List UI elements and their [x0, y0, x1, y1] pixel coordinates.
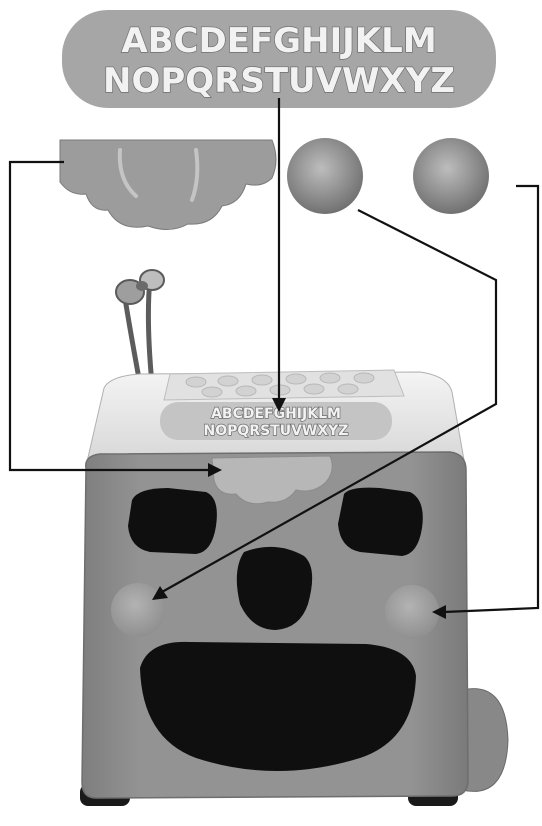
alphabet-sticker: ABCDEFGHIJKLM NOPQRSTUVWXYZ — [62, 10, 496, 108]
bead-wire-toy — [116, 270, 164, 384]
toy-cheek-right — [385, 585, 439, 639]
cheek-sticker-left — [287, 138, 363, 214]
nose-top-sticker — [60, 140, 276, 230]
toy-cheek-left — [111, 583, 165, 637]
toy-alphabet-line2: NOPQRSTUVWXYZ — [204, 423, 349, 439]
left-eye-opening — [128, 488, 217, 554]
shape-sorter-cube: ABCDEFGHIJKLM NOPQRSTUVWXYZ — [80, 270, 508, 806]
alphabet-sticker-line2: NOPQRSTUVWXYZ — [103, 61, 455, 101]
alphabet-sticker-line1: ABCDEFGHIJKLM — [121, 21, 436, 61]
cheek-sticker-right — [413, 138, 489, 214]
toy-alphabet-line1: ABCDEFGHIJKLM — [211, 406, 341, 422]
toy-alphabet-plate: ABCDEFGHIJKLM NOPQRSTUVWXYZ — [160, 402, 392, 440]
right-eye-opening — [338, 488, 423, 556]
